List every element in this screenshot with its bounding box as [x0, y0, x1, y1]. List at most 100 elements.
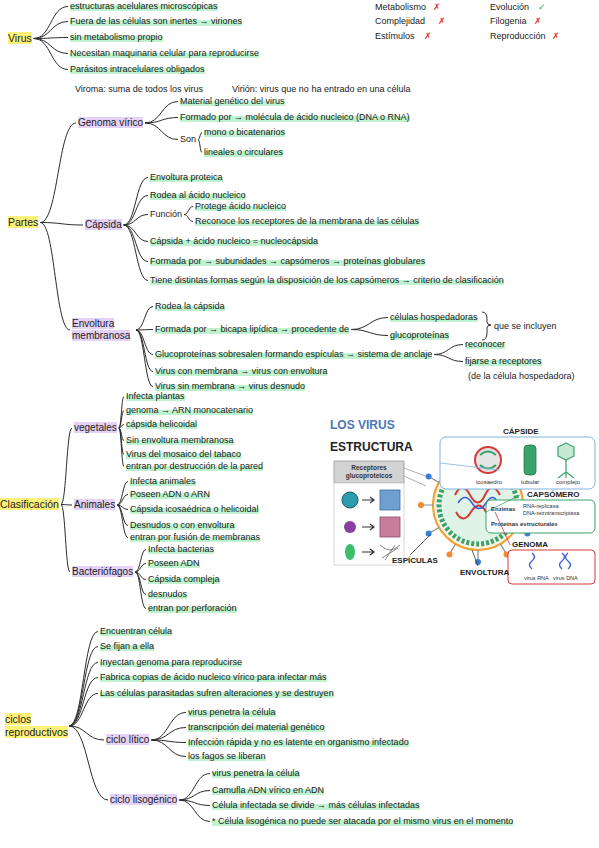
leaf-node: Desnudos o con envoltura — [130, 520, 235, 531]
virus-example — [345, 544, 355, 560]
brace-branch — [124, 225, 148, 242]
leaf-node: Formado por → molécula de ácido nucleico… — [180, 112, 410, 123]
node-text: Cápsida compleja — [148, 574, 220, 584]
leader-line — [440, 463, 500, 470]
brace-branch — [434, 345, 463, 355]
brace-branch — [69, 663, 98, 727]
brace-branch — [69, 647, 98, 727]
leaf-node: Poseen ADN — [148, 558, 200, 569]
node-text: Rodea al ácido nucleico — [150, 190, 246, 200]
brace-branch — [136, 307, 153, 331]
leaf-node: cápsida helicoidal — [126, 419, 197, 430]
leader-line — [486, 495, 520, 512]
leaf-node: Encuentran célula — [100, 626, 172, 637]
node-text: Virus del mosaico del tabaco — [126, 449, 241, 459]
node-text: desnudos — [148, 589, 187, 599]
node-text: Cápsida + ácido nucleico = nucleocápsida — [150, 236, 318, 246]
node-text: Genoma vírico — [78, 117, 143, 128]
annotation-label: ENVOLTURA — [460, 568, 509, 577]
brace-branch — [179, 791, 210, 801]
leaf-node: Fuera de las células son inertes → virio… — [70, 16, 242, 27]
brace-branch — [124, 215, 148, 226]
node-text: Bacteriófagos — [72, 566, 133, 577]
topic-node: Virus — [8, 32, 32, 45]
brace-branch — [117, 505, 128, 510]
leaf-node: Material genético del virus — [180, 96, 285, 107]
brace-branch — [145, 118, 178, 124]
brace-branch — [119, 428, 124, 441]
node-text: Cápsida — [85, 219, 122, 230]
arrow-symbol — [362, 497, 374, 555]
topic-node: ciclos reproductivos — [5, 713, 67, 739]
brace-branch — [61, 504, 72, 506]
annotation-label: CÁPSIDE — [503, 427, 539, 436]
leaf-node: Reconoce los receptores de la membrana d… — [195, 216, 419, 227]
brace-branch — [40, 123, 76, 223]
leaf-node: entran por fusión de membranas — [130, 532, 260, 543]
brace-branch — [117, 495, 128, 506]
node-text: células hospedadoras — [390, 312, 478, 322]
host-cell — [380, 490, 400, 510]
node-text: Virus sin membrana → virus desnudo — [155, 381, 305, 391]
node-text: reconocer — [465, 339, 505, 349]
node-text: Las células parasitadas sufren alteracio… — [100, 688, 334, 698]
brace-branch — [69, 678, 98, 727]
complex-icon — [558, 443, 574, 460]
leaf-node: * Célula lisogénica no puede ser atacada… — [212, 816, 513, 827]
brace-branch — [136, 330, 153, 355]
annotation-label: Enzimas — [491, 506, 515, 513]
subtopic-node: Cápsida — [85, 219, 122, 231]
node-text: Poseen ADN — [148, 558, 200, 568]
node-text: Infecta plantas — [126, 391, 185, 401]
leaf-node: Las células parasitadas sufren alteracio… — [100, 688, 334, 699]
brace-branch — [179, 800, 210, 822]
node-text: entran por fusión de membranas — [130, 532, 260, 542]
leaf-node: Formada por → subunidades → capsómeros →… — [150, 256, 425, 267]
leaf-node: Virus del mosaico del tabaco — [126, 449, 241, 460]
brace-branch — [351, 330, 388, 336]
node-text: Fabrica copias de ácido nucleico vírico … — [100, 672, 327, 682]
leaf-node: reconocer — [465, 339, 505, 350]
brace-branch — [69, 632, 98, 727]
brace-branch — [34, 38, 68, 39]
node-text: entran por destrucción de la pared — [126, 461, 263, 471]
leader-line — [404, 468, 428, 486]
check-mark: ✗ — [552, 31, 560, 42]
annotation-label: complejo — [556, 479, 580, 486]
text-node: Son — [180, 134, 196, 145]
node-text: cápsida helicoidal — [126, 419, 197, 429]
spike-tip — [426, 474, 432, 480]
complex-icon — [558, 460, 574, 478]
host-cell — [380, 517, 400, 537]
leaf-node: virus penetra la célula — [188, 707, 276, 718]
leaf-node: Tiene distintas formas según la disposic… — [150, 275, 504, 286]
leaf-node: genoma → ARN monocatenario — [126, 405, 253, 416]
leaf-node: Virus con membrana → virus con envoltura — [155, 366, 327, 377]
node-text: Protege ácido nucleico — [195, 201, 286, 211]
virus-example — [344, 521, 356, 533]
leaf-node: estructuras acelulares microscópicas — [70, 1, 218, 12]
node-text: Rodea la cápsida — [155, 301, 225, 311]
subtopic-node: ciclo lisogénico — [110, 794, 177, 806]
brace-branch — [124, 178, 148, 226]
leaf-node: Inyectan genoma para reproducirse — [100, 657, 242, 668]
subtopic-node: Envoltura membranosa — [72, 318, 134, 342]
brace-branch — [198, 133, 202, 140]
node-text: Función — [150, 209, 182, 219]
subtopic-node: Bacteriófagos — [72, 566, 133, 578]
node-text: Camufla ADN vírico en ADN — [212, 785, 324, 795]
annotation-label: Reproducción — [490, 31, 546, 42]
leaf-node: células hospedadoras — [390, 312, 478, 323]
brace-branch — [136, 329, 153, 331]
brace-branch — [119, 397, 124, 429]
brace-branch — [119, 425, 124, 429]
brace-branch — [69, 726, 108, 800]
check-mark: ✓ — [538, 2, 546, 13]
subtopic-node: Animales — [74, 499, 115, 511]
brace-branch — [184, 207, 193, 215]
capsid-types-box — [440, 437, 595, 489]
node-text: virus penetra la célula — [212, 768, 300, 778]
annotation-label: Estímulos — [375, 31, 415, 42]
annotation-label: tubular — [521, 479, 539, 486]
annotation-label: (de la célula hospedadora) — [468, 371, 575, 382]
